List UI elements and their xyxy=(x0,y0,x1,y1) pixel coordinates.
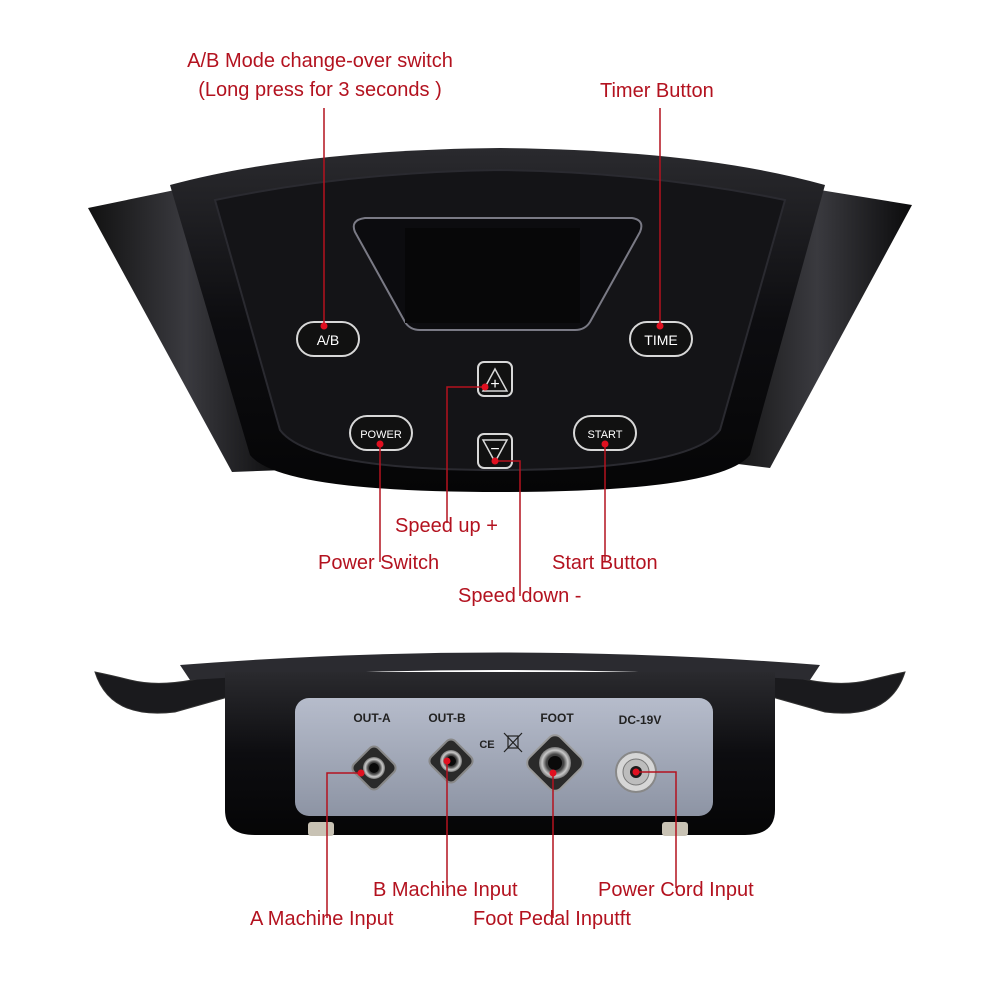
callout-speed-up: Speed up + xyxy=(395,515,498,537)
callout-power-switch: Power Switch xyxy=(318,552,440,574)
callout-start-button: Start Button xyxy=(552,552,658,574)
bottom-top-lip xyxy=(180,652,820,680)
callout-power-cord-input: Power Cord Input xyxy=(598,879,754,901)
left-foot xyxy=(308,822,334,836)
power-button[interactable]: POWER xyxy=(349,415,413,451)
ce-mark: CE xyxy=(479,739,494,751)
right-foot xyxy=(662,822,688,836)
callout-ab-switch: A/B Mode change-over switch (Long press … xyxy=(170,50,470,102)
power-button-label: POWER xyxy=(360,429,402,441)
out-a-jack[interactable] xyxy=(350,744,398,792)
port-panel xyxy=(295,698,713,816)
ab-button-label: A/B xyxy=(317,332,340,348)
callout-dots xyxy=(320,322,664,777)
callout-ab-switch-line1: A/B Mode change-over switch xyxy=(187,50,453,72)
dc-label: DC-19V xyxy=(619,713,662,727)
minus-icon: − xyxy=(490,441,499,458)
callout-timer-button: Timer Button xyxy=(600,80,714,102)
ab-button[interactable]: A/B xyxy=(296,321,360,357)
bottom-device: OUT-A OUT-B FOOT DC-19V CE xyxy=(94,652,906,836)
foot-jack[interactable] xyxy=(524,732,586,794)
weee-bin-icon xyxy=(503,732,523,753)
speed-up-button[interactable]: + xyxy=(477,361,513,397)
callout-a-machine-input: A Machine Input xyxy=(250,908,394,930)
out-b-jack[interactable] xyxy=(427,737,475,785)
right-wing xyxy=(722,190,912,468)
callout-foot-pedal-input: Foot Pedal Inputft xyxy=(473,908,631,930)
plus-icon: + xyxy=(490,376,499,393)
time-button-label: TIME xyxy=(644,332,677,348)
time-button[interactable]: TIME xyxy=(629,321,693,357)
up-triangle-icon xyxy=(481,367,509,392)
out-a-label: OUT-A xyxy=(353,711,391,725)
foot-label: FOOT xyxy=(540,711,574,725)
callout-lines xyxy=(323,108,677,918)
top-device: A/B TIME POWER START + − xyxy=(88,148,912,492)
display-screen xyxy=(405,228,580,323)
down-triangle-icon xyxy=(481,439,509,464)
callout-ab-switch-line2: (Long press for 3 seconds ) xyxy=(198,79,442,101)
start-button-label: START xyxy=(587,429,622,441)
speed-down-button[interactable]: − xyxy=(477,433,513,469)
callout-speed-down: Speed down - xyxy=(458,585,582,607)
out-b-label: OUT-B xyxy=(428,711,466,725)
callout-b-machine-input: B Machine Input xyxy=(373,879,518,901)
